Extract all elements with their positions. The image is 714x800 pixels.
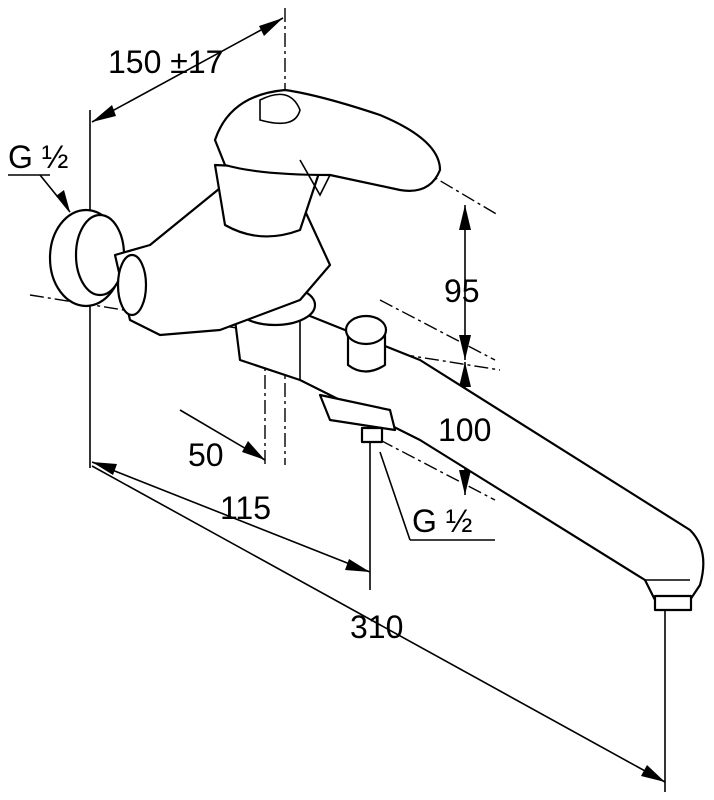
dim-spout-height-label: 95	[444, 273, 480, 309]
dim-spout-length-label: 310	[350, 609, 403, 645]
dim-wall-to-handle-label: 50	[188, 437, 224, 473]
faucet-illustration	[48, 88, 705, 612]
dim-wall-to-outlet-label: 115	[220, 490, 271, 526]
dim-width-range-label: 150 ±17	[108, 44, 223, 80]
dim-outlet-height-label: 100	[438, 412, 491, 448]
dim-outlet-right-label: G ½	[412, 503, 472, 539]
dim-inlet-left-label: G ½	[8, 139, 68, 175]
